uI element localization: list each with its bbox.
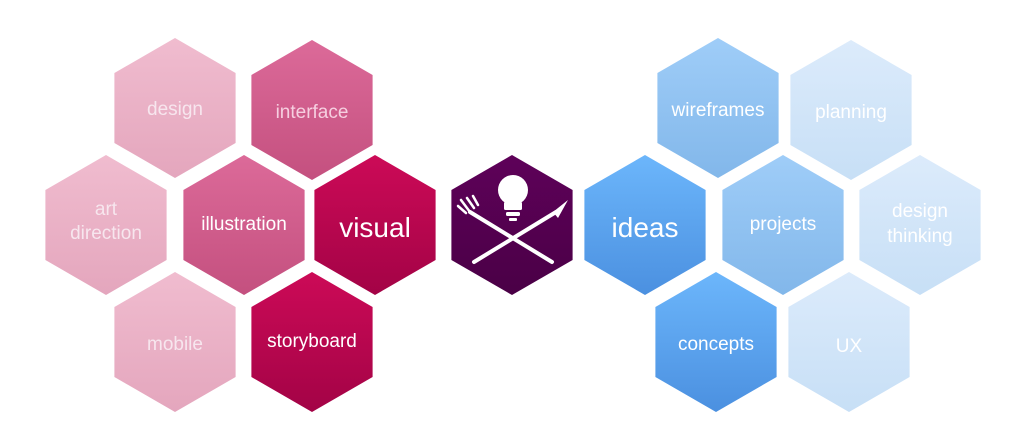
hex-ideas[interactable]: ideas bbox=[584, 155, 706, 295]
hex-design-thinking-label-line2: thinking bbox=[887, 226, 953, 247]
hex-art-direction-label-line1: art bbox=[95, 199, 118, 220]
hex-planning[interactable]: planning bbox=[790, 40, 912, 180]
hex-ux-label: UX bbox=[836, 336, 863, 357]
hex-projects-label: projects bbox=[750, 214, 817, 235]
hex-design-shape bbox=[114, 38, 236, 178]
hex-art-direction[interactable]: art direction bbox=[45, 155, 167, 295]
hex-wireframes-shape bbox=[657, 38, 779, 178]
hex-visual-label: visual bbox=[339, 212, 411, 243]
hex-design-label: design bbox=[147, 99, 203, 120]
lightbulb-fork-knife-icon bbox=[456, 175, 568, 264]
hex-concepts-shape bbox=[655, 272, 777, 412]
hex-ux[interactable]: UX bbox=[788, 272, 910, 412]
hex-art-direction-label-line2: direction bbox=[70, 223, 142, 244]
hex-projects[interactable]: projects bbox=[722, 155, 844, 295]
hex-storyboard[interactable]: storyboard bbox=[251, 272, 373, 412]
hex-art-direction-shape bbox=[45, 155, 167, 295]
hex-design-thinking-label-line1: design bbox=[892, 201, 948, 222]
hex-storyboard-shape bbox=[251, 272, 373, 412]
hex-storyboard-label: storyboard bbox=[267, 331, 357, 352]
hex-visual-shape bbox=[314, 155, 436, 295]
hex-wireframes[interactable]: wireframes bbox=[657, 38, 779, 178]
hex-design[interactable]: design bbox=[114, 38, 236, 178]
hex-concepts-label: concepts bbox=[678, 334, 754, 355]
hex-illustration-shape bbox=[183, 155, 305, 295]
hex-center-logo-shape bbox=[451, 155, 573, 295]
hex-interface-shape bbox=[251, 40, 373, 180]
hex-ideas-label: ideas bbox=[612, 212, 679, 243]
hex-interface-label: interface bbox=[276, 102, 349, 123]
hex-center-logo[interactable] bbox=[451, 155, 573, 295]
hex-design-thinking[interactable]: design thinking bbox=[859, 155, 981, 295]
hex-ux-shape bbox=[788, 272, 910, 412]
hex-ideas-shape bbox=[584, 155, 706, 295]
hex-wireframes-label: wireframes bbox=[671, 100, 765, 121]
hex-planning-label: planning bbox=[815, 102, 887, 123]
hex-illustration-label: illustration bbox=[201, 214, 287, 235]
hex-visual[interactable]: visual bbox=[314, 155, 436, 295]
hex-illustration[interactable]: illustration bbox=[183, 155, 305, 295]
hex-projects-shape bbox=[722, 155, 844, 295]
hex-mobile-shape bbox=[114, 272, 236, 412]
hex-interface[interactable]: interface bbox=[251, 40, 373, 180]
hex-mobile[interactable]: mobile bbox=[114, 272, 236, 412]
hex-mobile-label: mobile bbox=[147, 334, 203, 355]
hex-concepts[interactable]: concepts bbox=[655, 272, 777, 412]
hex-planning-shape bbox=[790, 40, 912, 180]
hex-design-thinking-shape bbox=[859, 155, 981, 295]
